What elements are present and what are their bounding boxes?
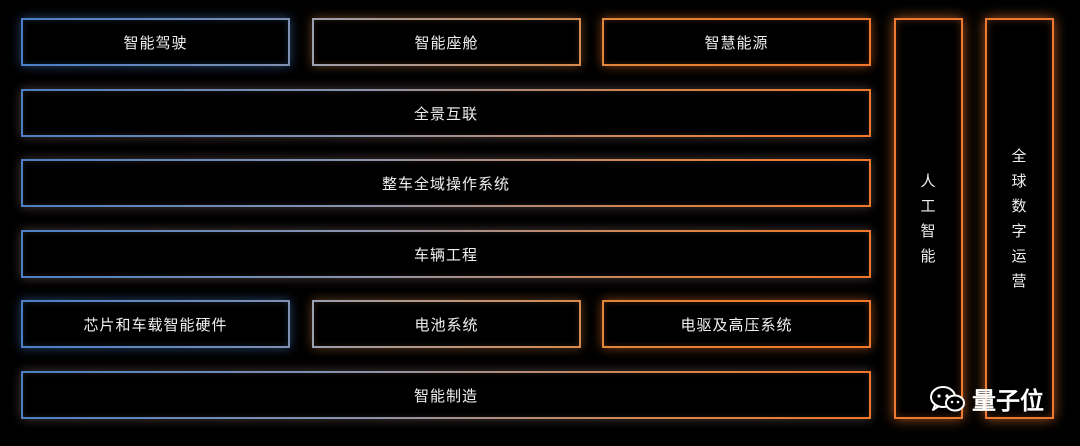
module-battery-system: 电池系统 bbox=[312, 300, 581, 348]
layer-panoramic-connectivity: 全景互联 bbox=[21, 89, 871, 137]
layer-smart-manufacturing: 智能制造 bbox=[21, 371, 871, 419]
watermark: 量子位 bbox=[928, 381, 1044, 416]
column-ops-char: 营 bbox=[1011, 271, 1028, 290]
column-ops-char: 球 bbox=[1011, 171, 1028, 190]
module-e-drive-hv: 电驱及高压系统 bbox=[602, 300, 871, 348]
column-global-digital-ops: 全 球 数 字 运 营 bbox=[985, 18, 1054, 419]
column-ops-char: 字 bbox=[1011, 221, 1028, 240]
column-ops-label: 全 球 数 字 运 营 bbox=[1011, 144, 1027, 294]
module-chips-hardware: 芯片和车载智能硬件 bbox=[21, 300, 290, 348]
watermark-text: 量子位 bbox=[972, 387, 1044, 415]
column-ai-char: 工 bbox=[920, 196, 937, 215]
module-smart-cockpit: 智能座舱 bbox=[312, 18, 581, 66]
column-ops-char: 运 bbox=[1011, 246, 1028, 265]
column-ops-char: 数 bbox=[1011, 196, 1028, 215]
layer-vehicle-os: 整车全域操作系统 bbox=[21, 159, 871, 207]
column-ai-label: 人 工 智 能 bbox=[920, 169, 936, 269]
column-ai-char: 能 bbox=[920, 246, 937, 265]
wechat-icon bbox=[930, 385, 965, 411]
layer-vehicle-engineering: 车辆工程 bbox=[21, 230, 871, 278]
column-artificial-intelligence: 人 工 智 能 bbox=[894, 18, 963, 419]
column-ai-char: 智 bbox=[920, 221, 937, 240]
module-smart-driving: 智能驾驶 bbox=[21, 18, 290, 66]
column-ops-char: 全 bbox=[1011, 146, 1028, 165]
module-smart-energy: 智慧能源 bbox=[602, 18, 871, 66]
column-ai-char: 人 bbox=[920, 171, 937, 190]
